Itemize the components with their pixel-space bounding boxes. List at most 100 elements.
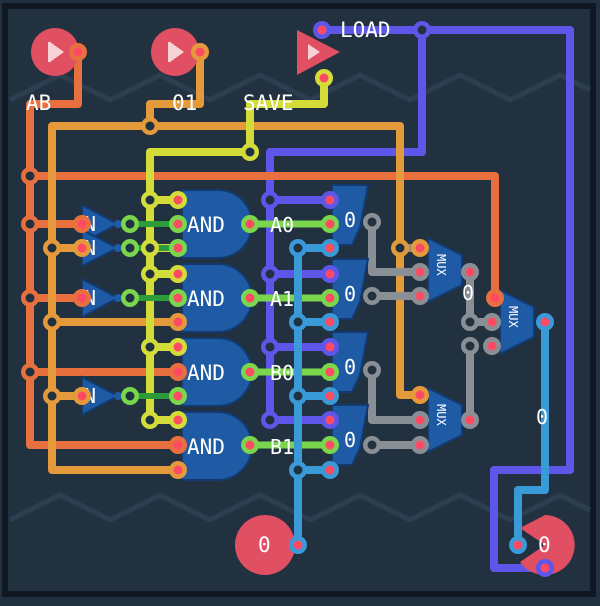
latch-b1[interactable]: 0 bbox=[331, 404, 370, 466]
connection-port[interactable] bbox=[321, 461, 339, 479]
wire-junction[interactable] bbox=[289, 461, 307, 479]
wire-junction[interactable] bbox=[363, 436, 381, 454]
wire-junction[interactable] bbox=[261, 338, 279, 356]
wire-junction[interactable] bbox=[363, 361, 381, 379]
connection-port[interactable] bbox=[73, 239, 91, 257]
connection-port[interactable] bbox=[321, 436, 339, 454]
mux-bottom[interactable]: MUX bbox=[427, 386, 463, 454]
wire-junction[interactable] bbox=[121, 289, 139, 307]
latch-a0[interactable]: 0 bbox=[331, 184, 370, 246]
output-display-left[interactable]: 0 bbox=[234, 515, 307, 576]
wire-junction[interactable] bbox=[21, 289, 39, 307]
connection-port[interactable] bbox=[169, 191, 187, 209]
and-gate-2[interactable]: AND bbox=[181, 263, 253, 333]
wire-junction[interactable] bbox=[261, 191, 279, 209]
connection-port[interactable] bbox=[321, 363, 339, 381]
connection-port[interactable] bbox=[169, 265, 187, 283]
connection-port[interactable] bbox=[411, 411, 429, 429]
wire-junction[interactable] bbox=[289, 239, 307, 257]
connection-port[interactable] bbox=[321, 313, 339, 331]
and-gate-3[interactable]: AND bbox=[181, 337, 253, 407]
connection-port[interactable] bbox=[483, 337, 501, 355]
connection-port[interactable] bbox=[321, 387, 339, 405]
connection-port[interactable] bbox=[411, 263, 429, 281]
connection-port[interactable] bbox=[169, 338, 187, 356]
wire-junction[interactable] bbox=[43, 313, 61, 331]
connection-port[interactable] bbox=[536, 313, 554, 331]
wire-junction[interactable] bbox=[121, 387, 139, 405]
wire-junction[interactable] bbox=[121, 239, 139, 257]
wire-junction[interactable] bbox=[43, 239, 61, 257]
mux-top[interactable]: MUX bbox=[427, 236, 463, 304]
connection-port[interactable] bbox=[411, 386, 429, 404]
wire-junction[interactable] bbox=[461, 337, 479, 355]
connection-port[interactable] bbox=[321, 215, 339, 233]
wire-junction[interactable] bbox=[261, 265, 279, 283]
connection-port[interactable] bbox=[411, 287, 429, 305]
connection-port[interactable] bbox=[169, 461, 187, 479]
wire-junction[interactable] bbox=[141, 411, 159, 429]
connection-port[interactable] bbox=[73, 215, 91, 233]
connection-port[interactable] bbox=[169, 387, 187, 405]
load-wire[interactable] bbox=[318, 26, 574, 572]
latch-a1[interactable]: 0 bbox=[331, 258, 370, 320]
connection-port[interactable] bbox=[169, 436, 187, 454]
connection-port[interactable] bbox=[241, 363, 259, 381]
wire-junction[interactable] bbox=[289, 387, 307, 405]
connection-port[interactable] bbox=[486, 289, 504, 307]
connection-port[interactable] bbox=[169, 313, 187, 331]
connection-port[interactable] bbox=[321, 411, 339, 429]
bits-button[interactable] bbox=[151, 28, 209, 76]
load-distribution-wire[interactable] bbox=[266, 26, 426, 424]
save-button[interactable] bbox=[297, 30, 340, 87]
wire-junction[interactable] bbox=[21, 363, 39, 381]
wire-junction[interactable] bbox=[363, 213, 381, 231]
connection-port[interactable] bbox=[483, 313, 501, 331]
wire-junction[interactable] bbox=[461, 313, 479, 331]
wire-junction[interactable] bbox=[363, 287, 381, 305]
connection-port[interactable] bbox=[321, 289, 339, 307]
wire-junction[interactable] bbox=[121, 215, 139, 233]
ab-button[interactable] bbox=[31, 28, 87, 76]
connection-port[interactable] bbox=[241, 289, 259, 307]
connection-port[interactable] bbox=[169, 289, 187, 307]
connection-port[interactable] bbox=[461, 411, 479, 429]
and-gate-1[interactable]: AND bbox=[181, 189, 253, 259]
connection-port[interactable] bbox=[321, 239, 339, 257]
connection-port[interactable] bbox=[461, 263, 479, 281]
wire-junction[interactable] bbox=[43, 387, 61, 405]
wire-junction[interactable] bbox=[141, 265, 159, 283]
wire-junction[interactable] bbox=[21, 167, 39, 185]
connection-port[interactable] bbox=[241, 215, 259, 233]
connection-port[interactable] bbox=[321, 191, 339, 209]
output-display-right[interactable]: 0 bbox=[509, 515, 575, 577]
connection-port[interactable] bbox=[411, 239, 429, 257]
and-gate-4[interactable]: AND bbox=[181, 411, 253, 481]
wire-junction[interactable] bbox=[141, 191, 159, 209]
latch-b0[interactable]: 0 bbox=[331, 331, 370, 393]
wire-junction[interactable] bbox=[391, 239, 409, 257]
wire-junction[interactable] bbox=[289, 313, 307, 331]
wire-junction[interactable] bbox=[141, 117, 159, 135]
connection-port[interactable] bbox=[411, 436, 429, 454]
connection-port[interactable] bbox=[73, 289, 91, 307]
connection-port[interactable] bbox=[321, 265, 339, 283]
connection-port[interactable] bbox=[169, 215, 187, 233]
load-input[interactable] bbox=[313, 21, 331, 39]
connection-port[interactable] bbox=[73, 387, 91, 405]
output-wire-right[interactable] bbox=[514, 318, 549, 549]
connection-port[interactable] bbox=[321, 338, 339, 356]
wire-junction[interactable] bbox=[261, 411, 279, 429]
wire-junction[interactable] bbox=[21, 215, 39, 233]
connection-port[interactable] bbox=[241, 436, 259, 454]
wire-junction[interactable] bbox=[241, 143, 259, 161]
wire-junction[interactable] bbox=[413, 21, 431, 39]
connection-port[interactable] bbox=[169, 411, 187, 429]
connection-port[interactable] bbox=[169, 239, 187, 257]
wire-junction[interactable] bbox=[141, 338, 159, 356]
mux-final[interactable]: MUX bbox=[499, 288, 535, 356]
connection-port[interactable] bbox=[169, 363, 187, 381]
wire-junction[interactable] bbox=[141, 239, 159, 257]
connection-pins[interactable] bbox=[21, 21, 554, 479]
